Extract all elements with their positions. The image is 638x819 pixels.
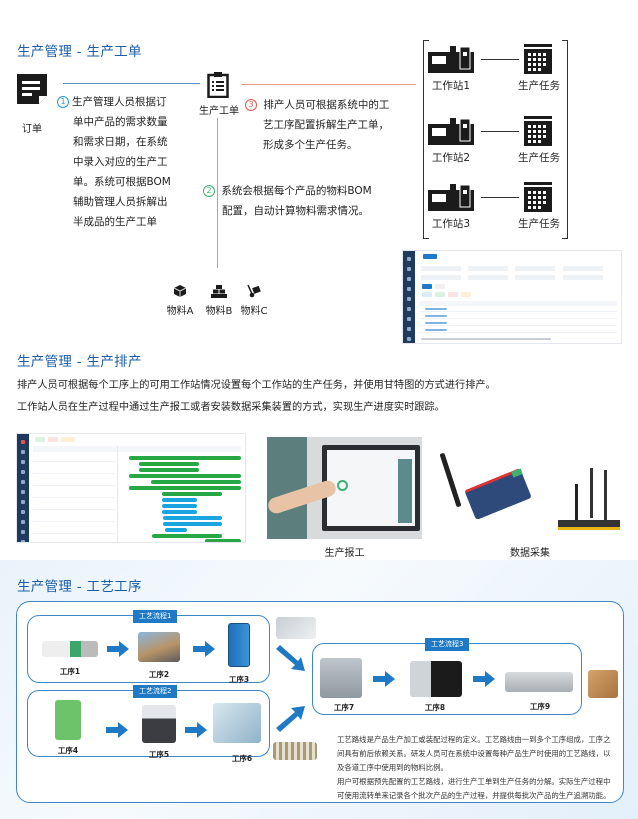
step2-text: 2 系统会根据每个产品的物料BOM 配置，自动计算物料需求情况。: [203, 181, 403, 221]
arrow-right-icon: [193, 641, 215, 657]
arrow-right-icon: [373, 671, 395, 687]
cnc-machine-icon: [428, 184, 474, 211]
box-icon: [173, 285, 187, 297]
order-label: 订单: [22, 124, 42, 135]
machine-step-6: [213, 703, 261, 743]
arrow-right-icon: [106, 722, 128, 738]
gantt-chart-screenshot: [16, 433, 246, 543]
station-2: 工作站2 生产任务: [425, 116, 575, 168]
material-b: 物料B: [203, 283, 235, 317]
station-1: 工作站1 生产任务: [425, 44, 575, 96]
step-4-label: 工序4: [57, 746, 79, 755]
order-icon: [15, 72, 49, 106]
process-note: 工艺路线是产品生产加工或装配过程的定义。工艺路线由一到多个工序组成，工序之 间具…: [337, 735, 611, 800]
step2-number: 2: [203, 185, 215, 197]
work-order-label: 生产工单: [199, 106, 239, 117]
calendar-icon: [524, 44, 552, 74]
stations-bracket-right: [562, 40, 568, 239]
machine-step-5: [142, 705, 176, 743]
machine-step-8: [410, 661, 462, 697]
material-a: 物料A: [165, 283, 195, 317]
section-title-scheduling: 生产管理 - 生产排产: [17, 354, 142, 370]
scheduling-para-1: 排产人员可根据每个工序上的可用工作站情况设置每个工作站的生产任务，并使用甘特图的…: [17, 380, 496, 391]
finished-box-image: [588, 670, 618, 698]
step-2-label: 工序2: [148, 670, 170, 679]
flow-2-tag: 工艺流程2: [133, 685, 178, 698]
data-collection-devices-photo: [439, 440, 630, 540]
workorder-to-stations-line: [241, 84, 416, 85]
step-5-label: 工序5: [148, 750, 170, 759]
step-7-label: 工序7: [333, 703, 355, 712]
data-collection-caption: 数据采集: [510, 548, 550, 559]
stack-icon: [211, 285, 227, 298]
machine-step-9: [505, 672, 573, 692]
arrow-right-icon: [473, 671, 495, 687]
step-8-label: 工序8: [424, 703, 446, 712]
machine-step-7: [320, 658, 362, 698]
cnc-machine-icon: [428, 118, 474, 145]
machine-step-4: [55, 700, 81, 740]
station-3: 工作站3 生产任务: [425, 182, 575, 234]
machine-step-3: [228, 623, 250, 667]
production-report-caption: 生产报工: [324, 548, 365, 559]
step3-text: 3 排产人员可根据系统中的工 艺工序配置拆解生产工单， 形成多个生产任务。: [245, 95, 415, 155]
clipboard-icon: [207, 72, 229, 99]
calendar-icon: [524, 116, 552, 146]
metal-parts-image: [276, 617, 316, 639]
machine-step-2: [138, 632, 180, 662]
arrow-right-icon: [185, 722, 207, 738]
step1-number: 1: [57, 96, 69, 108]
cnc-machine-icon: [428, 46, 474, 73]
section-title-process: 生产管理 - 工艺工序: [17, 579, 142, 595]
flow-3-tag: 工艺流程3: [425, 638, 470, 651]
arrow-up-right-icon: [276, 706, 305, 732]
arrow-down-right-icon: [276, 645, 305, 671]
material-c: 物料C: [238, 283, 270, 317]
step-3-label: 工序3: [228, 675, 250, 684]
small-parts-image: [273, 742, 317, 760]
step-9-label: 工序9: [529, 702, 551, 711]
step-1-label: 工序1: [59, 667, 81, 676]
materials-to-workorder-line: [217, 118, 218, 268]
step-6-label: 工序6: [231, 754, 253, 763]
step3-number: 3: [245, 99, 257, 111]
hand-truck-icon: [247, 284, 261, 298]
machine-step-1: [42, 641, 98, 657]
production-report-photo: [267, 437, 422, 539]
order-to-workorder-line: [63, 83, 200, 84]
arrow-right-icon: [107, 641, 129, 657]
work-order-app-screenshot: [402, 250, 622, 344]
stations-bracket-left: [423, 40, 429, 239]
calendar-icon: [524, 182, 552, 212]
scheduling-para-2: 工作站人员在生产过程中通过生产报工或者安装数据采集装置的方式，实现生产进度实时跟…: [17, 402, 445, 413]
flow-1-tag: 工艺流程1: [133, 610, 178, 623]
section-title-work-order: 生产管理 - 生产工单: [17, 44, 142, 60]
